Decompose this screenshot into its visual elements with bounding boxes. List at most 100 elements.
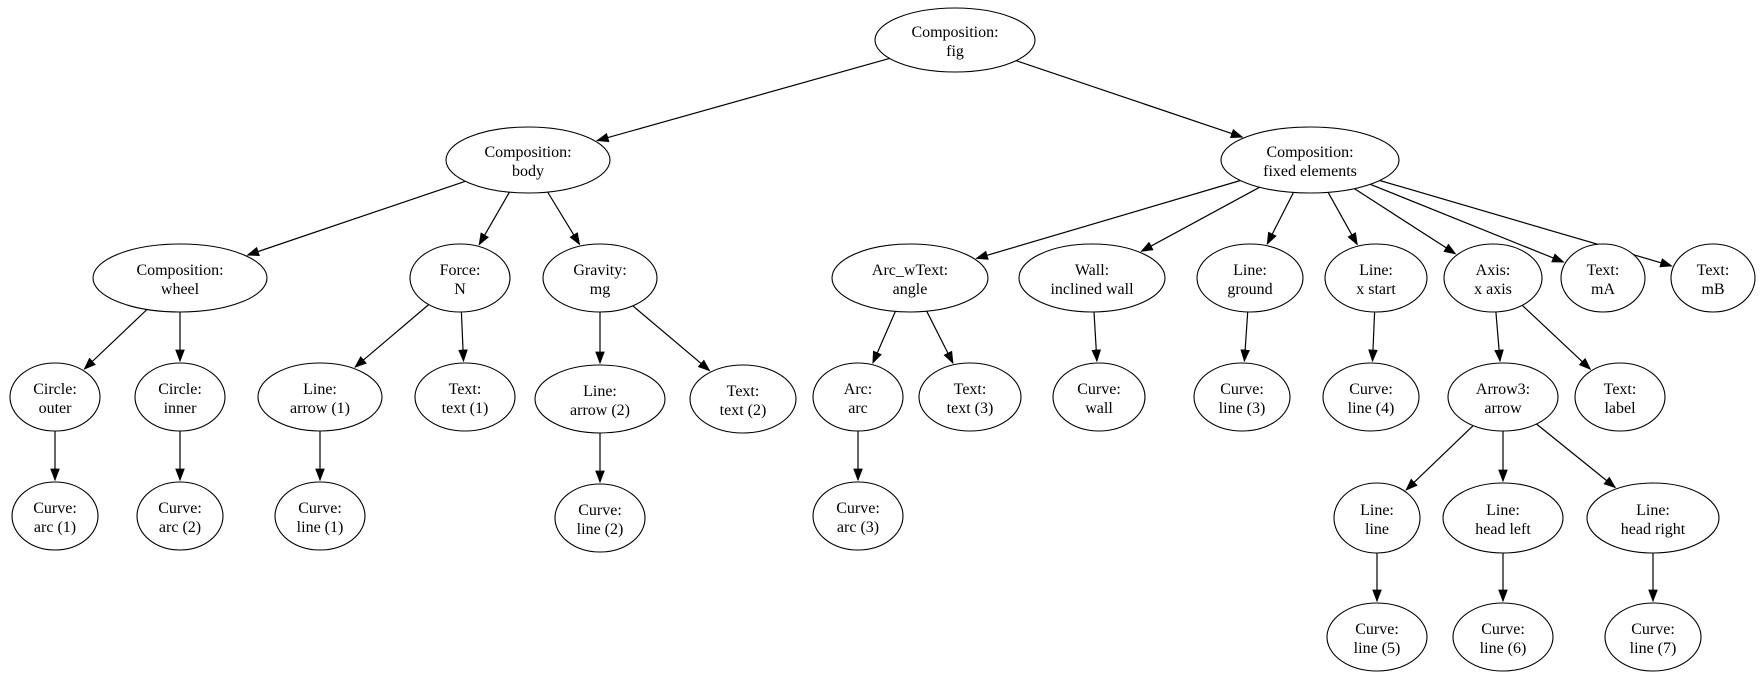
edge-body-to-force [478,191,511,246]
tree-node-mB: Text:mB [1670,243,1756,313]
node-label-line2: line [1365,521,1389,538]
edge-fixed-to-wall [1140,186,1260,252]
node-label-line2: outer [39,400,73,417]
node-label-line1: Text: [727,383,760,400]
node-ellipse [445,126,611,194]
node-label-line2: line (5) [1354,640,1401,657]
node-label-line2: label [1604,400,1636,417]
node-ellipse [874,7,1036,73]
node-label-line2: line (4) [1348,400,1395,417]
edge-arc_wtext-to-text3 [926,310,954,365]
node-ellipse [1447,362,1559,432]
node-label-line1: Axis: [1476,262,1511,279]
node-label-line1: Text: [1587,262,1620,279]
tree-node-force: Force:N [409,243,511,313]
node-label-line2: line (6) [1480,640,1527,657]
edge-fixed-to-axis [1354,188,1457,255]
node-label-line2: line (7) [1630,640,1677,657]
tree-node-head_right: Line:head right [1586,482,1720,554]
edge-fig-to-fixed [1015,60,1244,138]
node-label-line1: Curve: [298,500,342,517]
node-label-line1: Arc_wText: [872,262,948,279]
node-label-line2: arrow (1) [290,400,350,417]
node-ellipse [92,243,268,313]
node-label-line1: Curve: [578,502,622,519]
tree-node-text1: Text:text (1) [414,362,516,432]
node-label-line2: arrow (2) [570,402,630,419]
node-ellipse [812,481,904,551]
tree-node-curve_line3: Curve:line (3) [1193,362,1291,432]
tree-node-line1: Curve: line (1) [274,481,366,551]
node-ellipse [542,243,658,313]
node-label-line1: Curve: [33,500,77,517]
node-ellipse [1322,362,1420,432]
node-label-line1: Force: [440,262,481,279]
node-label-line1: Text: [1697,262,1730,279]
edge-force-to-arrow1 [354,304,430,368]
node-label-line1: Curve: [1077,381,1121,398]
node-ellipse [414,362,516,432]
node-label-line2: line (1) [297,519,344,536]
tree-node-wall: Wall:inclined wall [1018,243,1166,313]
edge-arrow3-to-head_right [1536,423,1617,489]
node-ellipse [1324,243,1428,313]
node-label-line1: Wall: [1075,262,1109,279]
node-label-line1: Curve: [1481,621,1525,638]
node-ellipse [1326,602,1428,672]
node-label-line1: Text: [1604,381,1637,398]
node-label-line2: mA [1591,281,1615,298]
node-ellipse [1604,602,1702,672]
tree-node-arrow2: Line:arrow (2) [534,364,666,434]
tree-node-fixed: Composition:fixed elements [1220,126,1400,194]
edge-fig-to-body [596,57,890,143]
node-label-line2: arrow [1484,400,1522,417]
tree-node-axis: Axis: x axis [1443,243,1543,313]
tree-node-line5: Curve:line (5) [1326,602,1428,672]
node-label-line2: head right [1621,521,1686,538]
node-label-line1: Circle: [158,381,202,398]
node-ellipse [1333,482,1421,554]
node-label-line2: x axis [1474,281,1512,298]
edge-fixed-to-mA [1370,183,1565,263]
node-ellipse [1018,243,1166,313]
node-label-line1: Curve: [836,500,880,517]
node-ellipse [689,364,797,434]
tree-node-arc2: Curve: arc (2) [136,481,224,551]
node-label-line2: angle [893,281,928,298]
node-label-line1: Text: [954,381,987,398]
tree-node-mA: Text: mA [1560,243,1646,313]
node-ellipse [812,362,904,432]
tree-node-arc1: Curve: arc (1) [11,481,99,551]
node-label-line1: Arc: [844,381,872,398]
edge-force-to-text1 [458,311,468,363]
tree-node-head_left: Line:head left [1442,482,1564,554]
node-label-line2: fixed elements [1263,163,1357,180]
node-label-line2: wheel [161,281,200,298]
tree-node-arrow3: Arrow3:arrow [1447,362,1559,432]
edge-body-to-gravity [547,191,581,246]
node-label-line2: ground [1227,281,1272,298]
nodes-layer: Composition:figComposition:bodyCompositi… [9,7,1756,672]
node-ellipse [831,243,989,313]
tree-node-fig: Composition:fig [874,7,1036,73]
tree-node-arrow1: Line:arrow (1) [257,362,383,432]
node-ellipse [134,362,226,432]
edge-arc_wtext-to-arc [872,311,896,364]
tree-node-ground: Line:ground [1196,243,1304,313]
tree-node-line2: Curve:line (2) [554,483,646,553]
node-label-line2: arc (1) [34,519,76,536]
tree-node-xstart: Line:x start [1324,243,1428,313]
node-ellipse [1220,126,1400,194]
node-ellipse [1586,482,1720,554]
edge-fixed-to-xstart [1327,192,1358,246]
tree-node-arc_wtext: Arc_wText:angle [831,243,989,313]
node-label-line1: Curve: [158,500,202,517]
edge-axis-to-arrow3 [1494,311,1504,363]
tree-node-curve_line4: Curve:line (4) [1322,362,1420,432]
node-label-line2: arc (3) [837,519,879,536]
tree-node-gravity: Gravity:mg [542,243,658,313]
node-label-line2: arc (2) [159,519,201,536]
node-label-line1: Line: [1486,502,1520,519]
node-label-line1: Composition: [911,24,998,41]
